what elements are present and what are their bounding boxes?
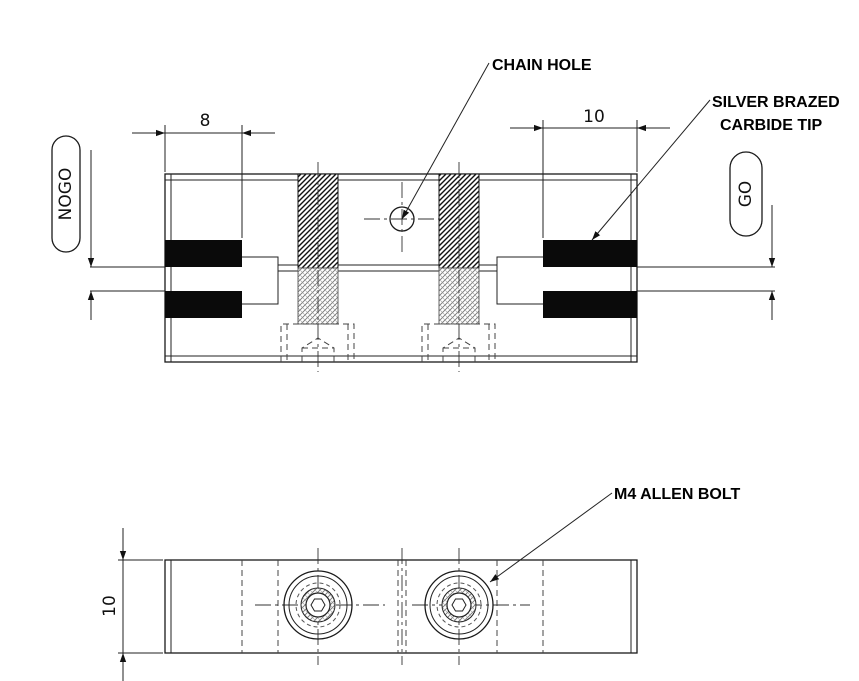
label-carbide-tip-line1: SILVER BRAZED xyxy=(712,94,840,111)
dimension-right-tip: 10 xyxy=(583,107,605,127)
carbide-tip-go-lower xyxy=(543,291,637,318)
svg-text:NOGO: NOGO xyxy=(56,168,76,221)
nogo-tag: NOGO xyxy=(51,135,81,253)
dimension-left-tip: 8 xyxy=(200,111,211,131)
carbide-tip-nogo-lower xyxy=(165,291,242,318)
go-tag: GO xyxy=(729,151,763,237)
label-allen-bolt: M4 ALLEN BOLT xyxy=(614,486,740,503)
carbide-tip-nogo-upper xyxy=(165,240,242,267)
gauge-body-bottom xyxy=(164,559,638,654)
gauge-body xyxy=(164,173,638,363)
front-view: 8 10 NOGO GO CHAIN HOLE SILVER BRAZED CA… xyxy=(51,57,840,372)
carbide-tip-go-upper xyxy=(543,240,637,267)
allen-bolt-left xyxy=(283,570,353,640)
label-carbide-tip-line2: CARBIDE TIP xyxy=(720,117,823,134)
leader-chain-hole xyxy=(401,62,490,220)
label-chain-hole: CHAIN HOLE xyxy=(492,57,592,74)
bottom-view: 10 M4 ALLEN BOLT xyxy=(100,486,740,681)
leader-allen-bolt xyxy=(489,492,613,583)
dimension-height: 10 xyxy=(100,595,120,617)
svg-text:GO: GO xyxy=(736,181,756,208)
leader-carbide-tip xyxy=(591,99,711,241)
allen-bolt-right xyxy=(424,570,494,640)
